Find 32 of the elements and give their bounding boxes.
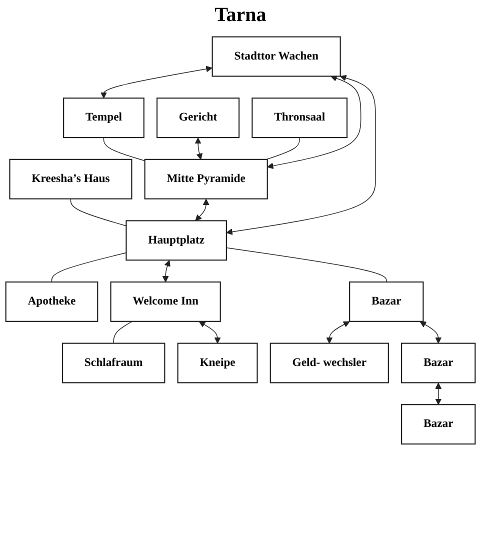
arrow [198,321,221,344]
node-box: Kreesha’s Haus [9,158,132,200]
node-box: Kneipe [177,342,258,384]
node-box: Thronsaal [252,98,348,138]
node-box: Mitte Pyramide [144,158,268,200]
node-box: Stadttor Wachen [212,36,341,77]
node-box: Gericht [156,98,240,138]
connector [51,252,127,282]
arrow [435,382,442,405]
arrow [226,74,376,235]
connector [266,137,300,160]
arrow [420,321,442,344]
arrow [195,198,210,221]
node-box: Bazar [401,342,476,384]
diagram-title: Tarna [214,4,268,27]
arrow [100,66,212,98]
node-box: Welcome Inn [110,281,221,322]
node-box: Bazar [349,281,424,322]
connector [103,137,146,162]
node-box: Schlafraum [62,342,166,384]
arrow [194,138,203,160]
node-box: Hauptplatz [126,220,227,261]
arrow [162,260,170,282]
node-box: Tempel [63,98,144,138]
node-box: Apotheke [5,281,98,322]
connector [226,247,387,282]
connector [70,198,127,226]
connector [113,321,133,344]
arrow [267,75,362,169]
arrow [326,321,350,344]
node-box: Bazar [401,404,476,445]
node-box: Geld- wechsler [270,342,389,384]
